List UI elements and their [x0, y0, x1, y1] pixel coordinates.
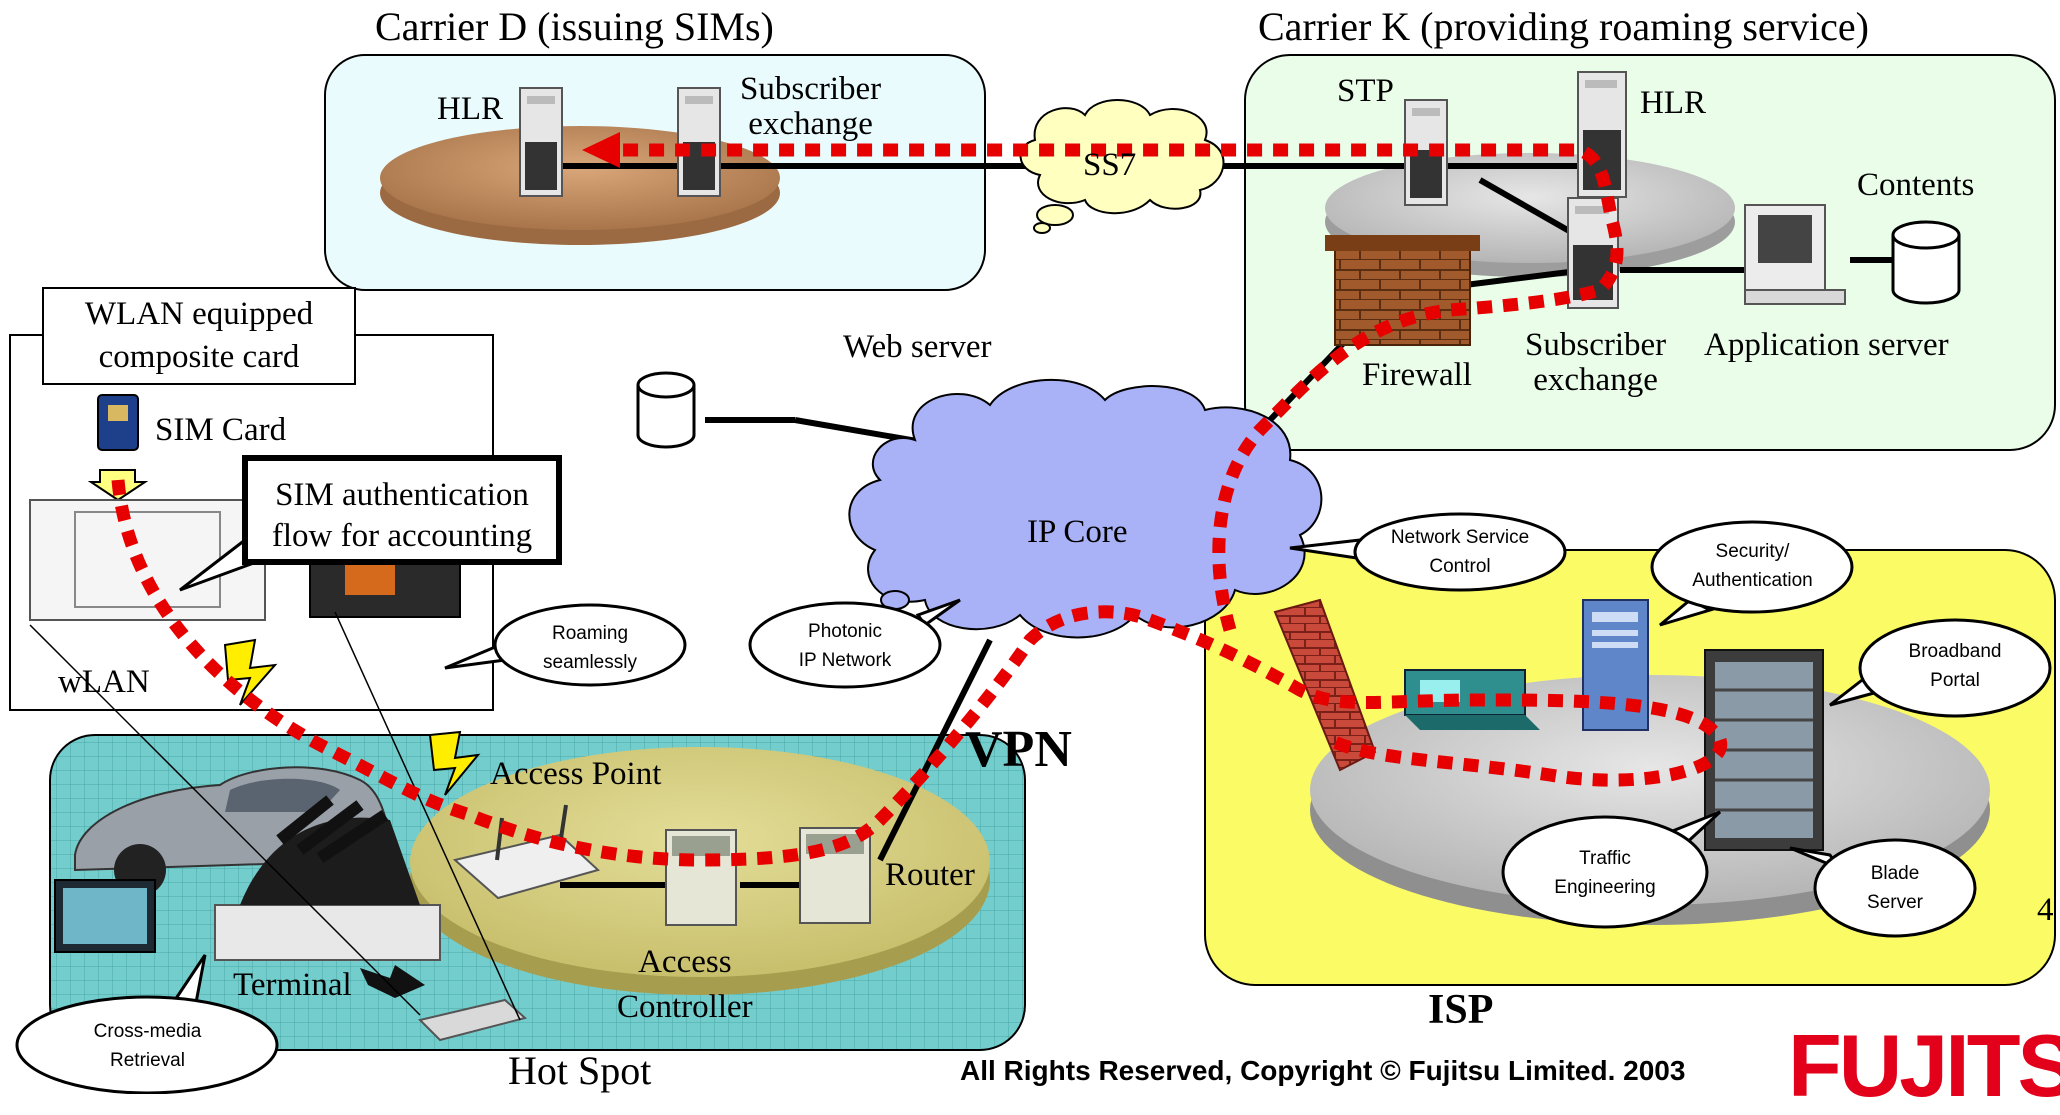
stp-server-icon [1404, 99, 1448, 206]
isp-title: ISP [1428, 987, 1494, 1033]
photonic-bubble [748, 598, 961, 689]
carrier-k-hlr-label: HLR [1640, 85, 1706, 121]
sim-auth-callout: SIM authentication flow for accounting [242, 455, 562, 565]
vpn-label: VPN [965, 721, 1072, 778]
cross-media-bubble-text: Cross-media Retrieval [93, 1021, 202, 1071]
network-service-bubble [1289, 512, 1567, 592]
carrier-d-exchange-label: Subscriber exchange [740, 71, 882, 142]
hot-spot-title: Hot Spot [508, 1048, 652, 1093]
wireless-signal-icon-2 [428, 730, 481, 796]
arrow-to-terminal-icon [360, 965, 425, 998]
access-controller-device-icon [665, 829, 737, 926]
blade-bubble-text: Blade Server [1867, 863, 1923, 913]
wlan-card-title: WLAN equipped composite card [42, 287, 356, 385]
cross-media-bubble [15, 954, 279, 1094]
contents-storage-icon [1891, 220, 1961, 305]
web-server-label: Web server [843, 329, 992, 365]
carrier-k-title: Carrier K (providing roaming service) [1258, 4, 1869, 49]
access-point-label: Access Point [490, 756, 662, 792]
traffic-bubble-text: Traffic Engineering [1554, 848, 1656, 898]
terminal-label: Terminal [233, 967, 352, 1003]
ip-core-cloud [848, 378, 1323, 639]
auth-flow-arrowhead [582, 132, 620, 168]
roaming-bubble [444, 603, 687, 687]
web-server-storage-icon [636, 371, 696, 449]
blade-bubble [1789, 838, 1977, 938]
ip-core-label: IP Core [1027, 514, 1128, 550]
copyright-text: All Rights Reserved, Copyright © Fujitsu… [960, 1055, 1686, 1086]
sim-card-image [97, 394, 139, 451]
traffic-bubble [1501, 810, 1722, 929]
usb-adapter-icon [418, 998, 528, 1042]
router-label: Router [885, 857, 975, 893]
carrier-d-hlr-label: HLR [437, 91, 503, 127]
auth-flow-path [111, 143, 1728, 867]
security-bubble-text: Security/ Authentication [1692, 541, 1813, 591]
broadband-bubble-text: Broadband Portal [1908, 641, 2002, 691]
photonic-bubble-text: Photonic IP Network [798, 621, 892, 671]
terminal-device-image [214, 795, 441, 961]
wlan-label: wLAN [58, 664, 150, 700]
carrier-k-exchange-label: Subscriber exchange [1525, 327, 1667, 398]
broadband-bubble [1829, 618, 2052, 718]
security-bubble [1650, 520, 1854, 627]
carrier-d-hlr-server-icon [519, 87, 563, 197]
page-number: 4 [2037, 892, 2054, 928]
application-server-label: Application server [1704, 327, 1949, 363]
roaming-bubble-text: Roaming seamlessly [543, 623, 637, 673]
carrier-d-exchange-server-icon [677, 87, 721, 197]
navigation-display-image [54, 879, 156, 953]
carrier-k-hlr-server-icon [1577, 71, 1627, 198]
application-server-icon [1744, 204, 1846, 305]
access-controller-label: Access Controller [617, 944, 753, 1025]
firewall-icon [1325, 235, 1480, 346]
blade-server-icon [1704, 649, 1824, 851]
annotation-lines [29, 611, 521, 1021]
carrier-d-title: Carrier D (issuing SIMs) [375, 4, 774, 49]
network-service-bubble-text: Network Service Control [1390, 527, 1530, 577]
firewall-label: Firewall [1362, 357, 1472, 393]
fujitsu-logo: FUJITSU [1788, 1016, 2060, 1115]
stp-label: STP [1337, 73, 1394, 109]
carrier-k-exchange-server-icon [1567, 197, 1619, 309]
sim-card-label: SIM Card [155, 412, 287, 448]
ss7-cloud [1019, 99, 1225, 234]
contents-label: Contents [1857, 167, 1975, 203]
ss7-label: SS7 [1083, 147, 1137, 183]
